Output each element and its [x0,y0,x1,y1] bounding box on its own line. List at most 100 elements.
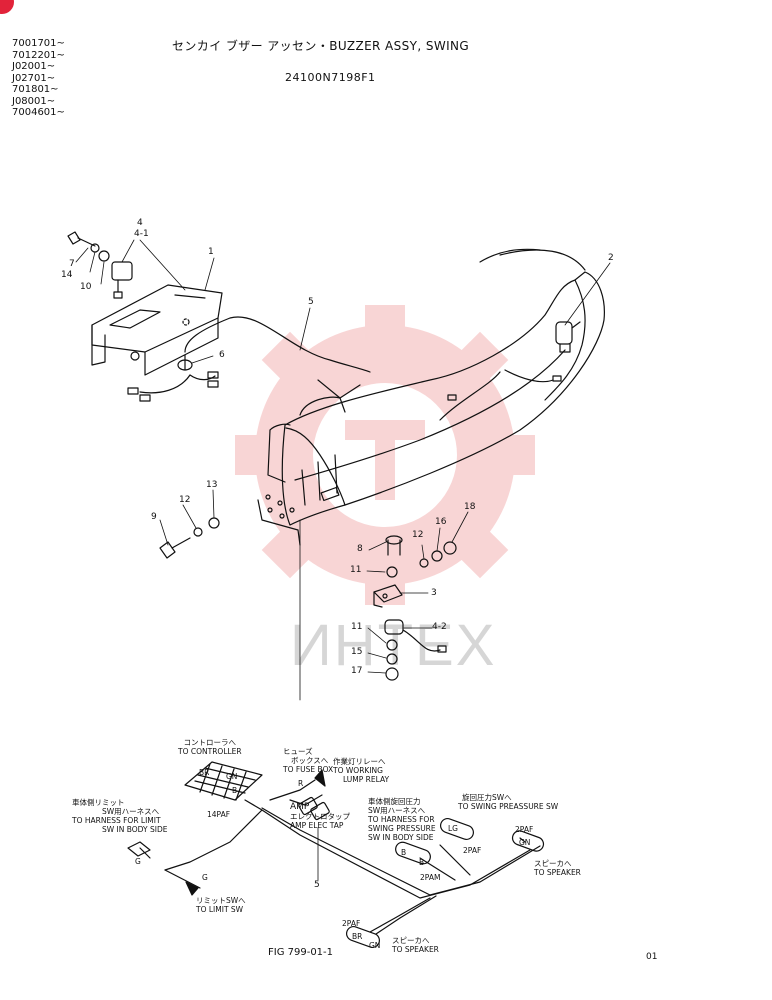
serial-range-list: 7001701~ 7012201~ J02001~ J02701~ 701801… [12,38,65,119]
serial-range: J02701~ [12,72,56,84]
callout-harness: 5 [314,880,320,890]
label-controller: コントローラへ TO CONTROLLER [178,738,242,756]
label-swing-pressure-harness: 車体側旋回圧力 SW用ハーネスへ TO HARNESS FOR SWING PR… [368,797,436,842]
wire-colour: G [202,873,208,882]
label-speaker-bottom: スピーカへ TO SPEAKER [392,936,439,954]
label-jp: 旋回圧力SWへ [462,793,512,802]
serial-range: J08001~ [12,95,56,107]
label-en: TO SPEAKER [534,868,581,877]
label-speaker-right: スピーカへ TO SPEAKER [534,859,581,877]
serial-range: J02001~ [12,61,56,72]
wire-colour: B [419,858,425,867]
callout-16: 16 [435,517,447,527]
wire-connector [139,394,151,402]
label-en: TO WORKING [333,766,383,775]
label-en: SW IN BODY SIDE [102,825,168,834]
washer-11 [386,566,398,578]
callout-4: 4 [137,218,143,228]
label-jp: リミットSWへ [196,896,246,905]
connector-code: 14PAF [207,810,231,819]
wire-colour: B [232,786,238,795]
washer-12 [193,527,203,537]
label-jp: スピーカへ [534,859,572,868]
figure-number: FIG 799-01-1 [268,947,334,958]
label-en: SWING PRESSURE [368,824,436,833]
callout-8: 8 [357,544,363,554]
buzzer-wire [184,316,371,373]
washer-13 [208,517,220,529]
label-jp: エレクトロタップ [290,812,350,821]
wire-colour: R [298,779,304,788]
callout-4-2: 4-2 [432,622,447,632]
connector-2pam [395,841,431,865]
wire-colour: GN [369,941,381,950]
counterweight-body [257,248,605,701]
bolt-8 [385,535,403,556]
label-amp-tap: AMP エレクトロタップ AMP ELEC TAP [290,802,350,831]
label-jp: ヒューズ [283,747,313,756]
label-jp: ボックスへ [291,756,329,765]
washer-15 [386,653,398,665]
grommet [177,354,193,371]
label-en: TO LIMIT SW [196,905,244,914]
bolt-9 [159,537,191,559]
callout-7: 7 [69,259,75,269]
nut-10 [98,250,110,262]
watermark-text: ИНТЕХ [290,613,496,678]
wire-colour: GN [519,838,531,847]
serial-range: 7004601~ [12,107,65,118]
harness-schematic [139,779,541,935]
page-number: 01 [646,952,658,962]
wire-connector [207,371,219,379]
wire-colour: BR [352,932,363,941]
label-jp: 車体側旋回圧力 [368,797,421,806]
callout-9: 9 [151,512,157,522]
arrow-limit-sw [185,881,199,896]
serial-range: 7001701~ [12,38,65,49]
callout-3: 3 [431,588,437,598]
label-en: LUMP RELAY [343,775,390,784]
callout-10: 10 [80,282,92,292]
callout-15: 15 [351,647,363,657]
wire-colour: BR [199,768,210,777]
washer-14 [90,243,100,253]
label-jp: 車体側リミット [72,798,125,807]
limit-harness-connector [127,841,151,857]
wire-connector [127,387,139,395]
connector-code: 2PAF [342,919,361,928]
page-title: センカイ ブザー アッセン・BUZZER ASSY, SWING [172,39,470,53]
callout-12: 12 [412,530,424,540]
callout-14: 14 [61,270,73,280]
switch-bracket [373,584,403,608]
washer-11 [386,639,398,651]
callout-6: 6 [219,350,225,360]
label-amp: AMP [290,802,310,812]
label-jp: 作業灯リレーへ [333,757,386,766]
label-limit-sw: リミットSWへ TO LIMIT SW [196,896,246,914]
serial-range: 7012201~ [12,49,65,61]
connector-2paf-speaker-bottom [346,925,380,949]
label-en: TO SWING PREASSURE SW [458,802,559,811]
label-en: TO FUSE BOX [283,765,334,774]
label-jp: SW用ハーネスへ [102,807,160,816]
label-working-lamp-relay: 作業灯リレーへ TO WORKING LUMP RELAY [333,757,389,784]
label-en: AMP ELEC TAP [290,821,344,830]
callout-17: 17 [351,666,363,676]
label-jp: スピーカへ [392,936,430,945]
swing-pressure-switch [555,321,581,353]
connector-2paf-speaker-right [511,830,545,852]
label-limit-harness: 車体側リミット SW用ハーネスへ TO HARNESS FOR LIMIT SW… [72,798,168,834]
callout-13: 13 [206,480,218,490]
mounting-bracket [91,284,223,376]
watermark-gear-icon [235,305,535,605]
callout-4-1: 4-1 [134,229,149,239]
label-jp: SW用ハーネスへ [368,806,426,815]
callout-1: 1 [208,247,214,257]
callout-5: 5 [308,297,314,307]
connector-code: 2PAF [515,825,534,834]
callout-2: 2 [608,253,614,263]
wire-colour: GN [226,772,238,781]
label-en: TO HARNESS FOR [368,815,435,824]
wire-colour: G [135,857,141,866]
